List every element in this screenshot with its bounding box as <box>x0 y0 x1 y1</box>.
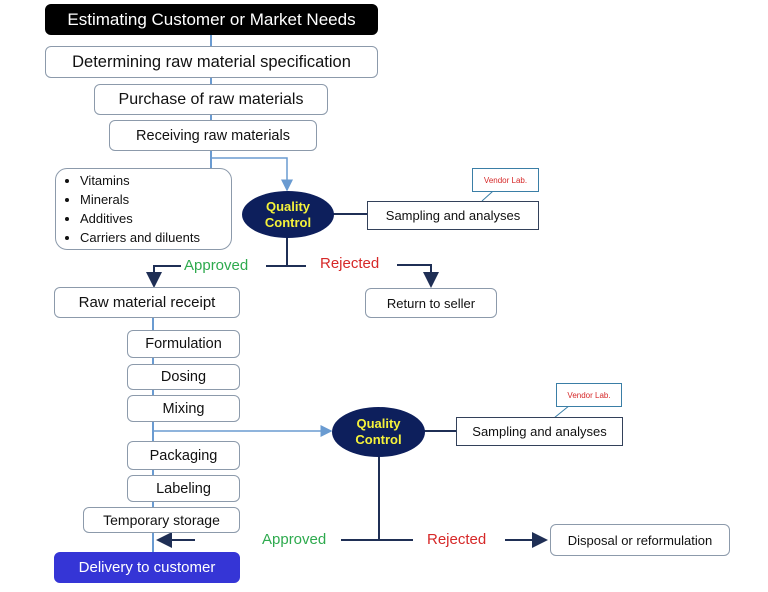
step-receiving-label: Receiving raw materials <box>136 127 290 144</box>
ingredient-item: Vitamins <box>80 171 200 190</box>
step-receipt-label: Raw material receipt <box>78 294 216 311</box>
step-dosing-label: Dosing <box>160 369 207 385</box>
qc2-reject-target-label: Disposal or reformulation <box>567 532 713 548</box>
qc1-reject-target-label: Return to seller <box>386 295 476 311</box>
qc2-vendor-label: Vendor Lab. <box>567 390 611 400</box>
qc2-sampling-box: Sampling and analyses <box>456 417 623 446</box>
step-receiving: Receiving raw materials <box>109 120 317 151</box>
ingredients-list: Vitamins Minerals Additives Carriers and… <box>56 171 200 247</box>
step-formulation-label: Formulation <box>145 336 222 352</box>
ingredient-item: Minerals <box>80 190 200 209</box>
step-purchase: Purchase of raw materials <box>94 84 328 115</box>
step-labeling: Labeling <box>127 475 240 502</box>
qc2-reject-target: Disposal or reformulation <box>550 524 730 556</box>
step-delivery: Delivery to customer <box>54 552 240 583</box>
qc2-sampling-label: Sampling and analyses <box>472 424 607 439</box>
step-mixing: Mixing <box>127 395 240 422</box>
title-text: Estimating Customer or Market Needs <box>67 9 356 29</box>
step-purchase-label: Purchase of raw materials <box>118 90 304 108</box>
qc1-approved-label: Approved <box>184 257 249 274</box>
qc1-line2: Control <box>264 214 312 230</box>
ingredients-box: Vitamins Minerals Additives Carriers and… <box>55 168 232 250</box>
quality-control-1: Quality Control <box>242 191 334 238</box>
qc1-sampling-label: Sampling and analyses <box>385 208 521 223</box>
step-storage-label: Temporary storage <box>103 512 220 528</box>
quality-control-2: Quality Control <box>332 407 425 457</box>
step-mixing-label: Mixing <box>162 400 205 417</box>
qc1-line1: Quality <box>265 198 311 214</box>
qc2-approved-label: Approved <box>262 531 327 548</box>
step-delivery-label: Delivery to customer <box>78 559 216 576</box>
qc1-vendor-label: Vendor Lab. <box>483 175 528 185</box>
qc2-vendor-lab: Vendor Lab. <box>556 383 622 407</box>
qc1-vendor-lab: Vendor Lab. <box>472 168 539 192</box>
qc2-rejected-label: Rejected <box>427 531 487 548</box>
qc1-reject-target: Return to seller <box>365 288 497 318</box>
step-packaging-label: Packaging <box>149 447 218 464</box>
ingredient-item: Additives <box>80 209 200 228</box>
qc1-sampling-box: Sampling and analyses <box>367 201 539 230</box>
step-spec-label: Determining raw material specification <box>72 52 351 71</box>
step-packaging: Packaging <box>127 441 240 470</box>
step-dosing: Dosing <box>127 364 240 390</box>
qc1-rejected-label: Rejected <box>320 255 380 272</box>
ingredient-item: Carriers and diluents <box>80 228 200 247</box>
qc2-line1: Quality <box>356 416 401 431</box>
qc2-line2: Control <box>355 432 402 447</box>
step-formulation: Formulation <box>127 330 240 358</box>
step-spec: Determining raw material specification <box>45 46 378 78</box>
step-labeling-label: Labeling <box>156 480 211 497</box>
step-receipt: Raw material receipt <box>54 287 240 318</box>
title-box: Estimating Customer or Market Needs <box>45 4 378 35</box>
step-storage: Temporary storage <box>83 507 240 533</box>
